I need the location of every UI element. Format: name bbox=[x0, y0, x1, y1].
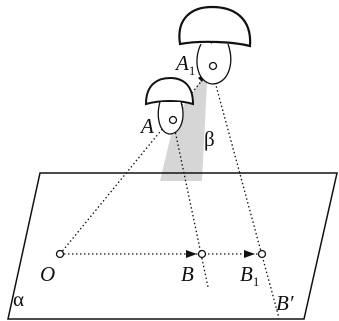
mushroom-small-cap bbox=[144, 76, 195, 106]
label-B: B bbox=[181, 262, 194, 286]
point-A bbox=[168, 115, 178, 125]
label-beta: β bbox=[204, 127, 215, 151]
line-A-B bbox=[172, 120, 209, 288]
arrowhead-to-B bbox=[186, 250, 197, 258]
point-B1 bbox=[257, 249, 267, 259]
label-alpha: α bbox=[13, 287, 24, 311]
point-A1 bbox=[208, 61, 218, 71]
label-B-prime: B′ bbox=[276, 291, 294, 315]
label-A: A bbox=[139, 114, 154, 138]
point-O bbox=[55, 249, 65, 259]
arrowhead-to-B1 bbox=[244, 250, 255, 258]
plane-beta-shade bbox=[160, 70, 208, 181]
points bbox=[55, 61, 267, 259]
label-O: O bbox=[40, 262, 55, 286]
label-A1: A1 bbox=[174, 51, 195, 78]
plane-alpha bbox=[7, 172, 338, 320]
mushroom-large-cap bbox=[178, 5, 252, 48]
point-B bbox=[197, 249, 207, 259]
line-A1-Bprime bbox=[210, 66, 280, 319]
label-B1: B1 bbox=[240, 262, 259, 289]
